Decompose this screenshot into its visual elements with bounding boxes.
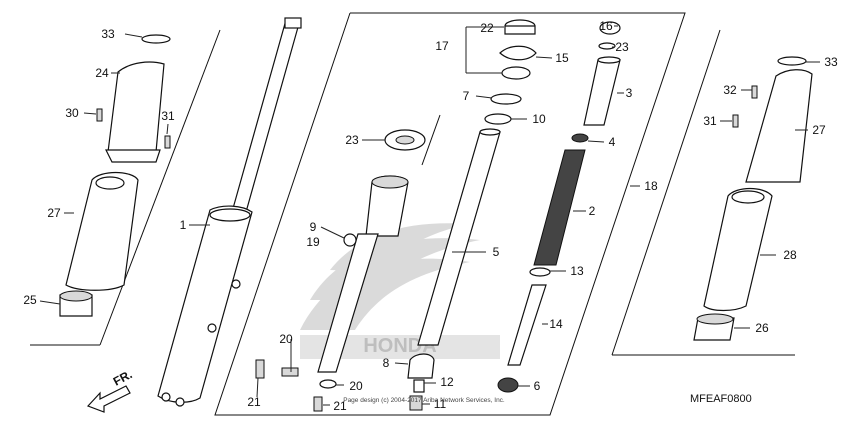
callout-8: 8	[383, 356, 390, 370]
direction-label: FR.	[111, 367, 135, 388]
callout-31-left: 30	[65, 106, 79, 120]
fork-slider-1	[157, 17, 302, 407]
callout-17: 17	[435, 39, 449, 53]
leader-lines	[39, 25, 820, 406]
callout-33-left: 33	[101, 27, 115, 41]
bolt-31-left	[96, 108, 103, 122]
spring-6	[497, 377, 519, 393]
guide-8	[407, 353, 435, 379]
callout-15: 15	[555, 51, 569, 65]
bushing-10	[484, 113, 512, 125]
o-ring-33-left	[141, 34, 171, 44]
callout-2: 2	[589, 204, 596, 218]
callout-11: 11	[434, 397, 447, 411]
spring-12	[413, 379, 425, 393]
callout-7: 7	[463, 89, 470, 103]
callout-24: 23	[615, 40, 629, 54]
callout-3: 3	[626, 86, 633, 100]
cap-16	[599, 21, 621, 35]
upper-cover-26	[107, 61, 165, 153]
callout-33-right: 33	[824, 55, 838, 69]
lower-cover-30	[703, 187, 773, 312]
spring-2	[533, 149, 586, 266]
washer-20	[319, 379, 337, 389]
callout-26: 24	[95, 66, 109, 80]
callout-27-right: 26	[755, 321, 769, 335]
spring-assembly	[497, 21, 621, 393]
callout-13: 13	[570, 264, 584, 278]
right-fork-cover-assembly	[693, 56, 813, 341]
left-fork-cover-assembly	[59, 34, 171, 317]
callout-labels: 33 24 30 31 27 25 1 17 22 15 7 10 23 9 1…	[23, 19, 838, 413]
callout-5: 5	[493, 245, 500, 259]
clip-15	[499, 45, 537, 61]
callout-28: 27	[47, 206, 61, 220]
callout-32-right: 32	[723, 83, 737, 97]
copyright-text: Page design (c) 2004-2017 Ariba Network …	[343, 397, 505, 404]
callout-1: 1	[180, 218, 187, 232]
watermark-brand-text: HONDA	[363, 335, 436, 357]
lower-cover-28	[65, 171, 139, 291]
callout-32-left: 31	[161, 109, 175, 123]
ring-13	[529, 267, 551, 277]
callout-29: 27	[812, 123, 826, 137]
callout-20: 20	[349, 379, 363, 393]
callout-22: 21	[333, 399, 347, 413]
bolt-21b	[281, 367, 299, 377]
bolt-32-right	[751, 85, 758, 99]
bolt-11	[409, 395, 423, 411]
callout-12: 12	[440, 375, 454, 389]
callout-9: 9	[310, 220, 317, 234]
bolt-31-right	[732, 114, 739, 128]
callout-31-right: 31	[703, 114, 717, 128]
piston-rod-14	[507, 284, 547, 366]
callout-23: 22	[480, 21, 494, 35]
bolt-32-left	[164, 135, 171, 149]
callout-10: 10	[532, 112, 546, 126]
callout-25: 23	[345, 133, 359, 147]
fork-pipe-5	[417, 131, 501, 346]
callout-4: 4	[609, 135, 616, 149]
center-fork-internals	[255, 19, 537, 412]
washer-4	[571, 133, 589, 143]
callout-16: 16	[599, 19, 613, 33]
bolt-21a	[255, 359, 265, 379]
callout-27-left: 25	[23, 293, 37, 307]
spacer-3	[583, 59, 621, 126]
callout-30: 28	[783, 248, 797, 262]
diagram-code: MFEAF0800	[690, 393, 752, 405]
callout-6: 6	[534, 379, 541, 393]
washer-7	[490, 93, 522, 105]
lug-9	[343, 233, 357, 247]
o-ring-33-right	[777, 56, 807, 66]
callout-14: 14	[549, 317, 563, 331]
callout-21-upper: 20	[279, 332, 293, 346]
front-direction-arrow: FR.	[86, 367, 135, 413]
callout-18: 18	[644, 179, 658, 193]
upper-cover-29	[745, 69, 813, 183]
callout-19: 19	[306, 235, 320, 249]
bolt-22	[313, 396, 323, 412]
o-ring-24	[598, 42, 616, 50]
callout-21-lower: 21	[247, 395, 261, 409]
group-frames	[30, 12, 795, 416]
